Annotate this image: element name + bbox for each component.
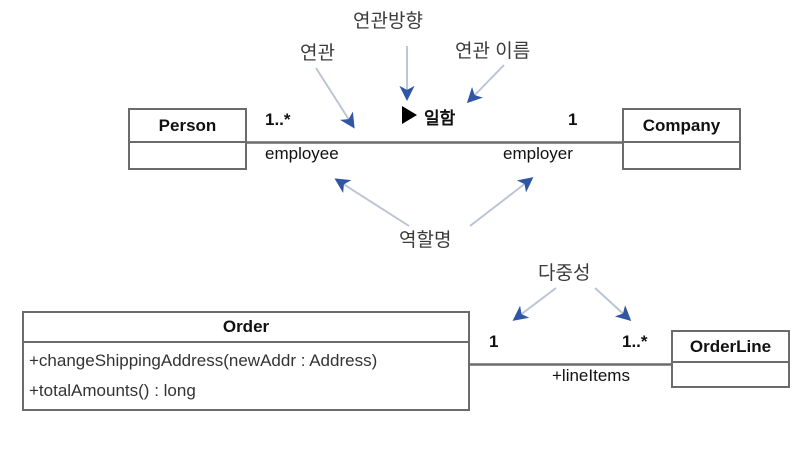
class-name-person: Person xyxy=(130,110,245,143)
association-name-label: 일함 xyxy=(424,109,456,128)
multiplicity-person-side: 1..* xyxy=(265,110,291,129)
leader-association-name xyxy=(466,64,505,104)
annotation-association: 연관 xyxy=(300,43,335,64)
annotation-association-direction: 연관방향 xyxy=(353,11,423,32)
role-name-employee: employee xyxy=(265,144,339,163)
class-member: +changeShippingAddress(newAddr : Address… xyxy=(29,351,378,370)
leader-role-name-left xyxy=(334,178,410,227)
association-direction-triangle xyxy=(402,106,417,124)
multiplicity-orderline-side: 1..* xyxy=(622,332,648,351)
annotation-role-name: 역할명 xyxy=(399,230,452,251)
class-name-orderline: OrderLine xyxy=(673,332,788,363)
class-body-person xyxy=(130,143,245,170)
class-body-company xyxy=(624,143,739,170)
annotation-association-name: 연관 이름 xyxy=(455,41,531,62)
leader-multiplicity-left xyxy=(512,287,557,321)
leader-multiplicity-right xyxy=(594,287,632,322)
annotation-multiplicity: 다중성 xyxy=(538,263,591,284)
leader-role-name-right xyxy=(469,177,534,227)
class-box-orderline[interactable]: OrderLine xyxy=(671,330,790,388)
class-box-order[interactable]: Order +changeShippingAddress(newAddr : A… xyxy=(22,311,470,411)
role-name-employer: employer xyxy=(503,144,573,163)
class-box-person[interactable]: Person xyxy=(128,108,247,170)
class-body-orderline xyxy=(673,363,788,386)
class-name-company: Company xyxy=(624,110,739,143)
leader-association xyxy=(315,67,355,129)
multiplicity-order-side: 1 xyxy=(489,332,499,351)
role-name-lineitems: +lineItems xyxy=(552,366,630,385)
class-body-order: +changeShippingAddress(newAddr : Address… xyxy=(24,343,468,409)
multiplicity-company-side: 1 xyxy=(568,110,578,129)
class-box-company[interactable]: Company xyxy=(622,108,741,170)
class-name-order: Order xyxy=(24,313,468,343)
class-member: +totalAmounts() : long xyxy=(29,381,196,400)
